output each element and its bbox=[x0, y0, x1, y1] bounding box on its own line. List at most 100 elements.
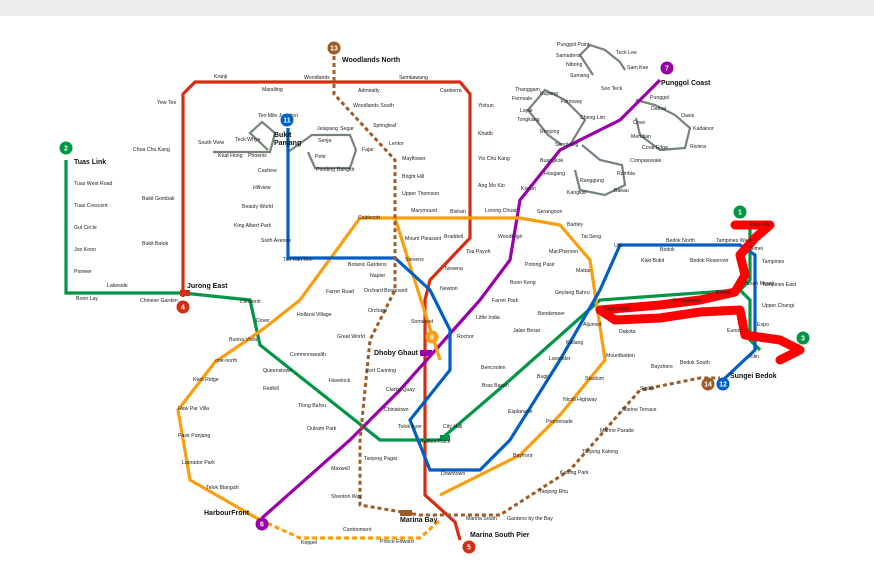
station-label: Bukit Gombak bbox=[142, 196, 175, 202]
station-label: Bedok bbox=[716, 290, 731, 296]
station-label: Tanah Merah bbox=[744, 281, 774, 287]
line-badge-number: 7 bbox=[665, 66, 669, 73]
station-labels: KranjiMarsilingWoodlandsAdmiraltySembawa… bbox=[74, 42, 797, 546]
station-label: Nicoll Highway bbox=[563, 397, 597, 403]
station-label: Marsiling bbox=[262, 87, 283, 93]
station-label: Riviera bbox=[690, 144, 706, 150]
station-label: Samudera bbox=[556, 53, 580, 59]
station-label: Aljunied bbox=[583, 322, 602, 328]
station-label: Bedok bbox=[660, 247, 675, 253]
station-label: Sumang bbox=[570, 73, 589, 79]
station-label: Gul Circle bbox=[74, 225, 97, 231]
station-label: Potong Pasir bbox=[525, 262, 555, 268]
line-badge-number: 13 bbox=[330, 46, 338, 53]
station-label: Yio Chu Kang bbox=[478, 156, 510, 162]
highlight-scribble bbox=[595, 220, 805, 365]
station-label: Tai Seng bbox=[581, 234, 601, 240]
station-label: Bukit Batok bbox=[142, 241, 169, 247]
station-label: Orchard Boulevard bbox=[364, 288, 408, 294]
station-label: Buona Vista bbox=[229, 337, 257, 343]
station-label: Eunos bbox=[727, 328, 742, 334]
station-label: Mountbatten bbox=[606, 353, 635, 359]
station-label: Tanjong Rhu bbox=[539, 489, 568, 495]
station-label: Commonwealth bbox=[290, 352, 326, 358]
station-label: Sixth Avenue bbox=[261, 238, 291, 244]
station-label: Kallang bbox=[566, 340, 583, 346]
station-label: Little India bbox=[476, 315, 500, 321]
station-label: Haw Par Villa bbox=[178, 406, 209, 412]
line-badge-circle bbox=[733, 205, 747, 219]
line-badge-circle bbox=[176, 300, 190, 314]
station-label: Segar bbox=[340, 126, 354, 132]
station-label: Pasir Ris bbox=[750, 222, 771, 228]
terminal-station-label: Woodlands North bbox=[342, 57, 400, 64]
station-label: Beauty World bbox=[242, 204, 273, 210]
station-label: Mount Pleasant bbox=[405, 236, 442, 242]
line-badge-number: 4 bbox=[181, 305, 185, 312]
station-label: Havelock bbox=[329, 378, 351, 384]
line-badge-circle bbox=[701, 377, 715, 391]
line-badge: 11 bbox=[280, 113, 294, 127]
station-label: Farrer Park bbox=[492, 298, 519, 304]
station-label: Cantonment bbox=[343, 527, 372, 533]
station-label: MacPherson bbox=[549, 249, 578, 255]
station-label: Phoenix bbox=[248, 153, 267, 159]
station-label: Teck Lee bbox=[616, 50, 637, 56]
station-label: Dover bbox=[256, 318, 270, 324]
station-label: Woodleigh bbox=[498, 234, 523, 240]
station-label: Fernvale bbox=[512, 96, 532, 102]
station-label: Kranji bbox=[214, 74, 227, 80]
station-label: Thanggam bbox=[515, 87, 540, 93]
station-label: Tan Kah Kee bbox=[283, 257, 313, 263]
line-badge: 14 bbox=[701, 377, 715, 391]
line-badge-circle bbox=[660, 61, 674, 75]
station-label: Marymount bbox=[411, 208, 438, 214]
station-label: Punggol Point bbox=[557, 42, 590, 48]
station-label: Upper Changi bbox=[762, 303, 794, 309]
station-label: Lentor bbox=[389, 141, 404, 147]
nsl-line bbox=[181, 80, 472, 541]
nel-line bbox=[260, 78, 662, 520]
station-label: Kembangan bbox=[673, 298, 701, 304]
station-label: Pasir Panjang bbox=[178, 433, 210, 439]
station-label: Senja bbox=[318, 138, 331, 144]
station-label: Simei bbox=[750, 246, 763, 252]
station-label: Fajar bbox=[362, 147, 374, 153]
station-label: Cashew bbox=[258, 168, 277, 174]
station-label: Kadaloor bbox=[693, 126, 714, 132]
station-label: Orchard bbox=[368, 308, 387, 314]
station-label: Bendemeer bbox=[538, 311, 565, 317]
station-label: Cove bbox=[633, 120, 645, 126]
station-label: Telok Ayer bbox=[398, 424, 422, 430]
terminal-station-label: Jurong East bbox=[187, 283, 228, 290]
line-badge: 3 bbox=[796, 331, 810, 345]
station-label: Woodlands bbox=[304, 75, 330, 81]
station-label: Labrador Park bbox=[182, 460, 215, 466]
terminal-station-label: HarbourFront bbox=[204, 510, 250, 517]
station-label: Sengkang bbox=[555, 142, 578, 148]
station-label: Dakota bbox=[619, 329, 636, 335]
station-label: Prince Edward bbox=[380, 539, 414, 545]
line-badge-number: 2 bbox=[64, 146, 68, 153]
station-label: Ten Mile Junction bbox=[258, 113, 298, 119]
station-label: Lavender bbox=[549, 356, 571, 362]
station-label: Boon Lay bbox=[76, 296, 98, 302]
station-label: Bright Hill bbox=[402, 174, 424, 180]
station-label: Ubi bbox=[614, 243, 622, 249]
line-badge-circle bbox=[796, 331, 810, 345]
station-label: South View bbox=[198, 140, 224, 146]
line-badge-number: 11 bbox=[283, 118, 291, 125]
station-label: Punggol bbox=[650, 95, 669, 101]
station-label: Fort Canning bbox=[366, 368, 396, 374]
station-label: Bedok South bbox=[680, 360, 710, 366]
station-label: Marine Terrace bbox=[622, 407, 657, 413]
line-badge-number: 8 bbox=[430, 335, 434, 342]
line-badge-circle bbox=[462, 540, 476, 554]
station-label: Petir bbox=[315, 154, 326, 160]
station-label: Great World bbox=[337, 334, 365, 340]
line-badge-number: 6 bbox=[260, 522, 264, 529]
station-label: Bakau bbox=[614, 188, 629, 194]
station-label: Expo bbox=[757, 322, 769, 328]
station-label: Yishun bbox=[478, 103, 494, 109]
line-badge: 1 bbox=[733, 205, 747, 219]
